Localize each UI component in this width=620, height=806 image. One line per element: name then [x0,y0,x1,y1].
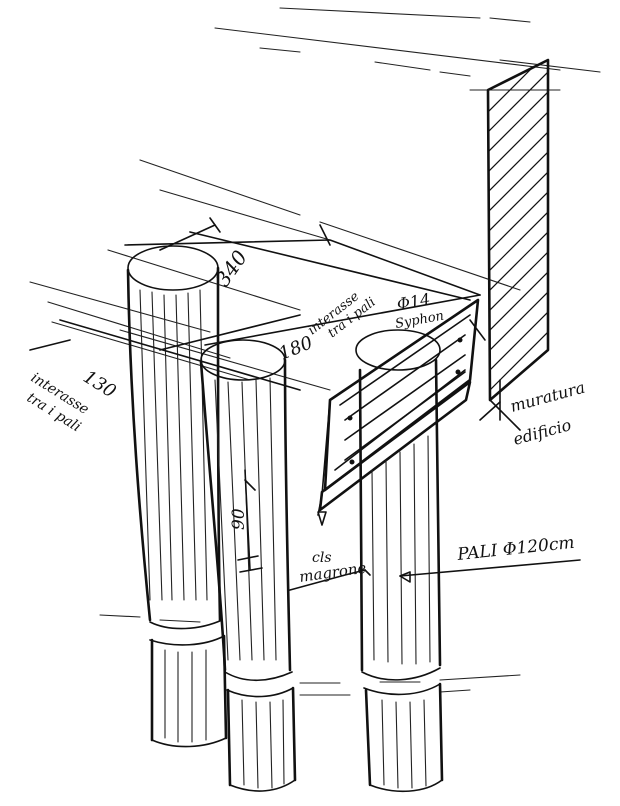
concrete-label-b: magrone [298,559,367,586]
beam-top-surface [124,231,481,346]
dim-180-label: 180 [276,332,316,364]
wall-label: muratura [508,378,587,416]
rebar-label: Φ14 [395,289,431,314]
building-wall [486,58,550,431]
rebar-bars [344,334,466,465]
dimension-lines [29,217,581,591]
piles-label: PALI Φ120cm [455,533,575,565]
pile-right [355,329,444,793]
beam-section [317,298,480,526]
wall-label-b: edificio [511,415,573,449]
pile-center [199,339,297,792]
concrete-label: cls [312,550,332,566]
dim-130-label: 130 [79,366,119,402]
dim-90-label: 90 [229,508,249,530]
